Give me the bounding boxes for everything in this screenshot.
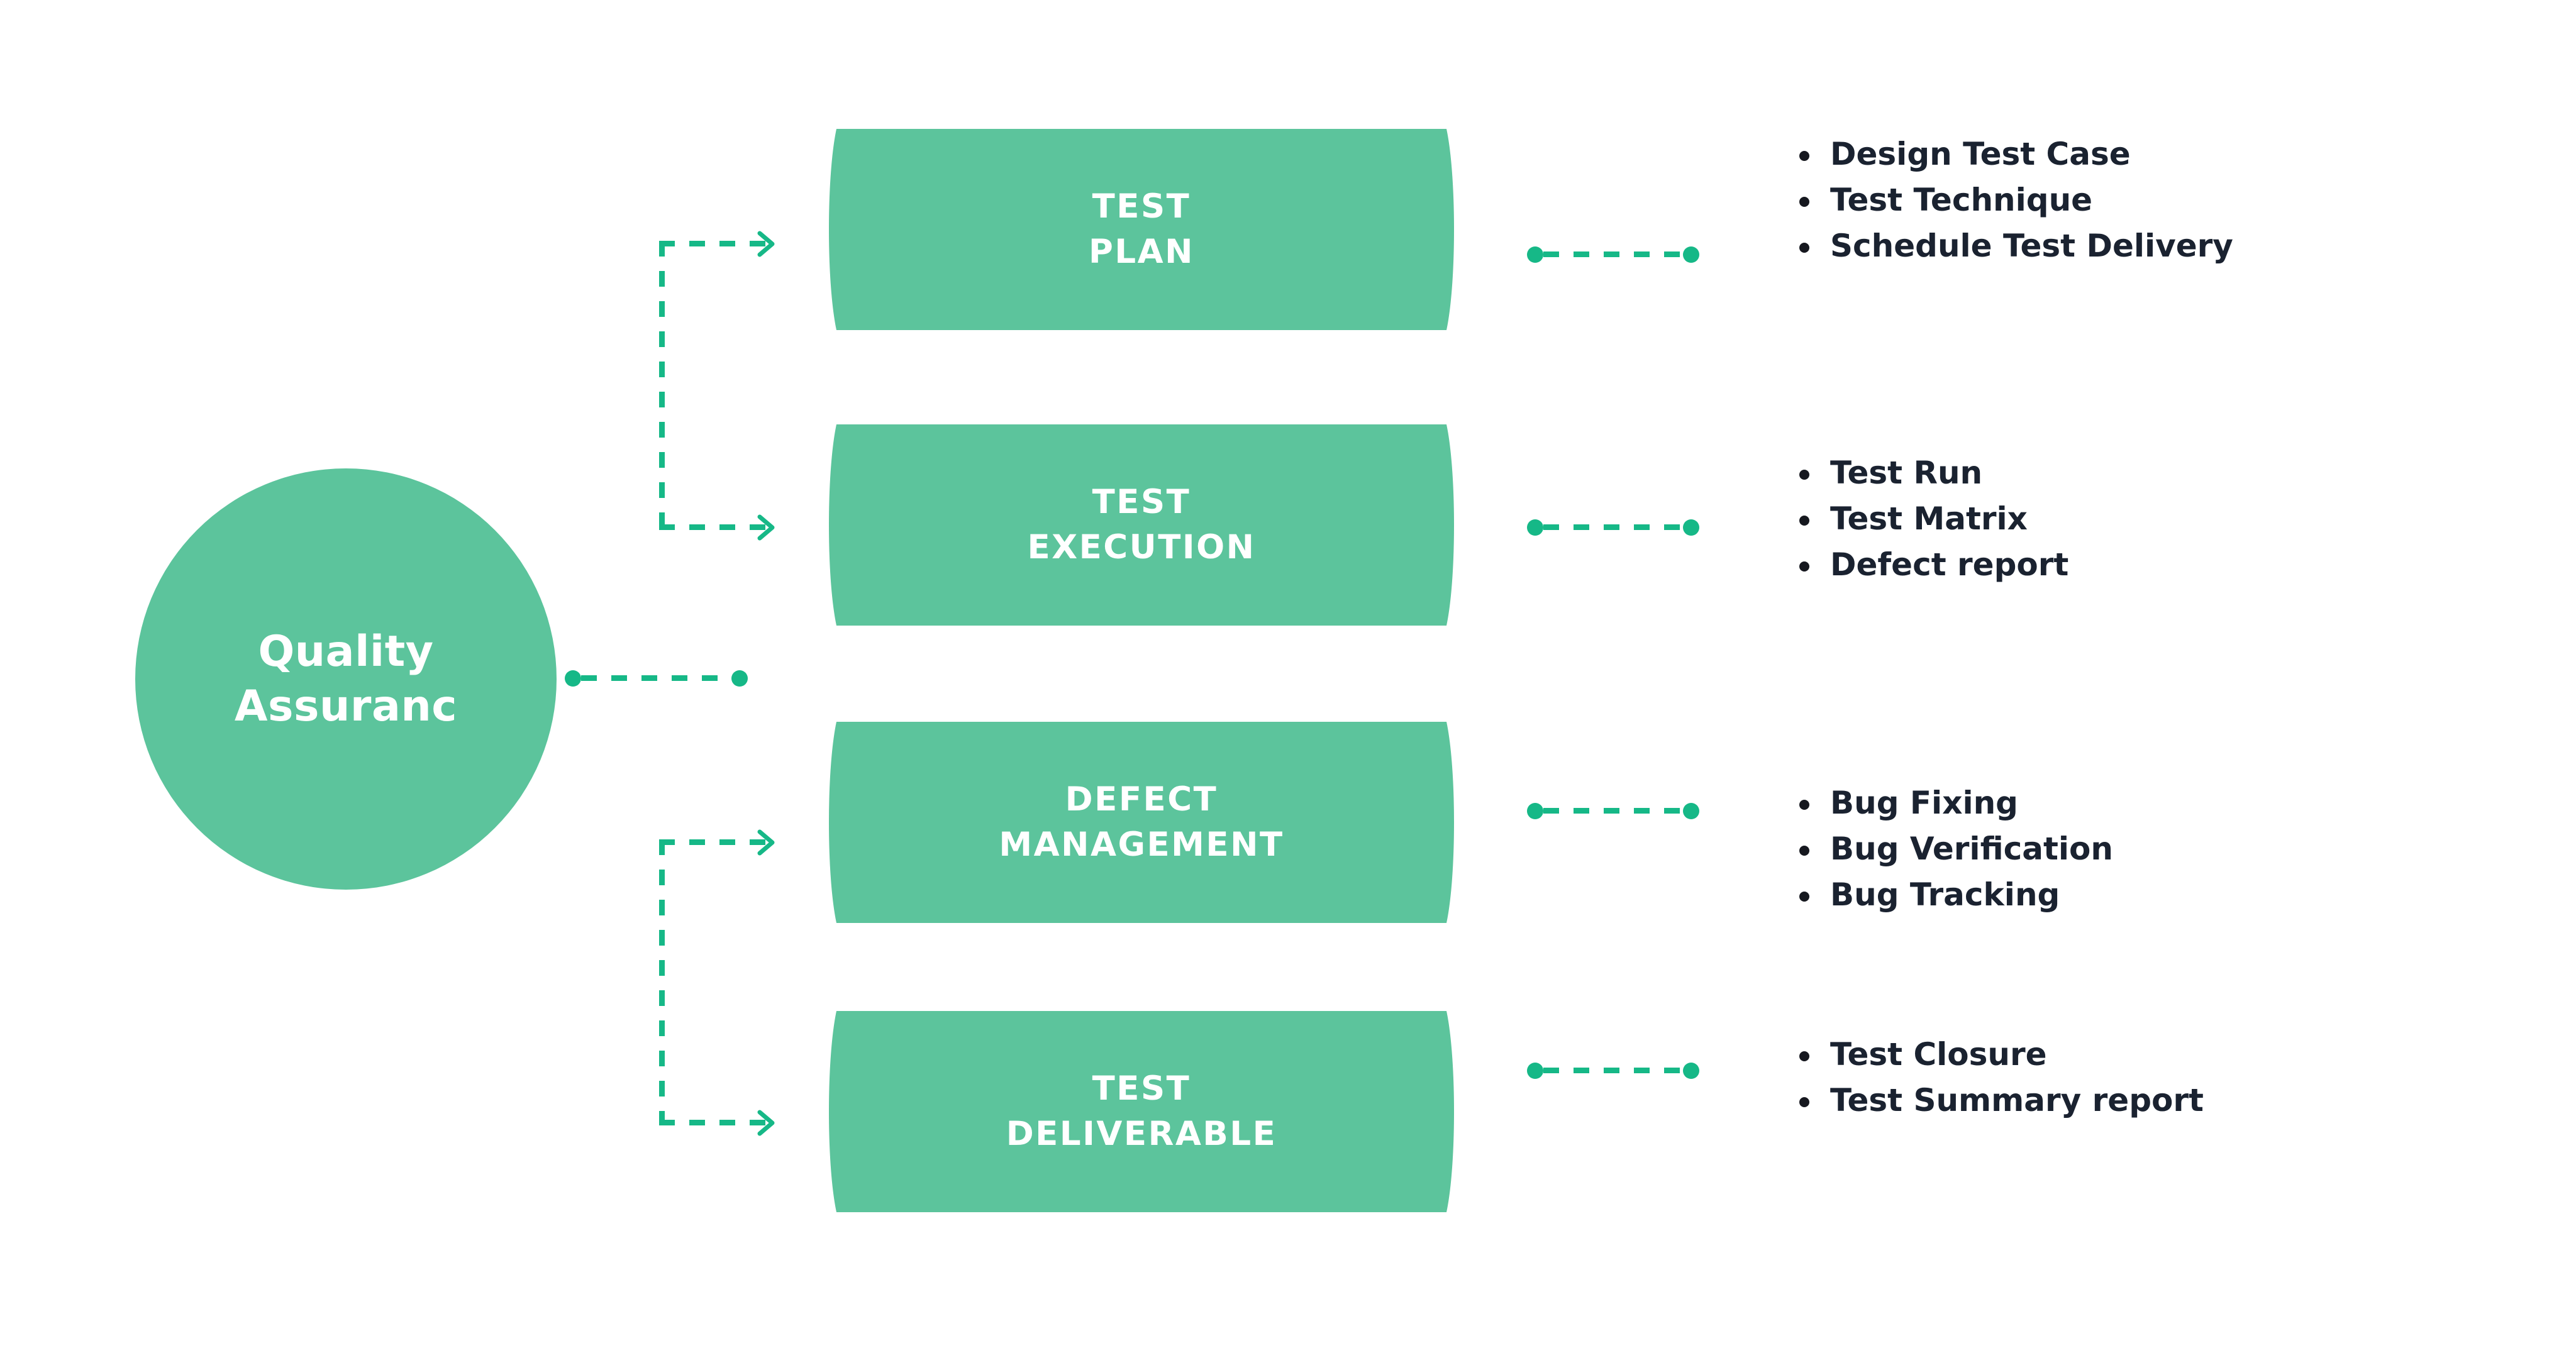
stage2-bullets-dashed-line [1543, 524, 1687, 530]
list-item: Bug Tracking [1791, 876, 2269, 914]
arrow-to-test-deliverable-icon [752, 1108, 781, 1137]
list-item: Test Closure [1791, 1036, 2269, 1074]
bullet-list-test-execution: Test Run Test Matrix Defect report [1791, 454, 2269, 592]
stage3-bullets-dashed-line [1543, 808, 1687, 814]
hub-label-line-1: Quality [258, 626, 434, 677]
stage-shape-test-deliverable[interactable]: TEST DELIVERABLE [818, 1011, 1465, 1212]
hub-connector-start-dot [565, 670, 581, 687]
quality-assurance-hub[interactable]: Quality Assuranc [135, 468, 557, 890]
hub-connector-end-dot [731, 670, 748, 687]
stage1-bullets-end-dot [1683, 246, 1699, 263]
arrow-to-defect-management-icon [752, 828, 781, 857]
list-item: Test Summary report [1791, 1081, 2269, 1120]
list-item: Test Run [1791, 454, 2269, 492]
stage2-bullets-start-dot [1527, 519, 1543, 536]
arrow-to-test-plan-icon [752, 229, 781, 258]
bullet-list-test-deliverable: Test Closure Test Summary report [1791, 1036, 2269, 1127]
stage4-bullets-start-dot [1527, 1063, 1543, 1079]
hub-trunk-dashed-line [581, 675, 737, 681]
bracket-top-branch-2 [659, 524, 771, 530]
stage4-bullets-end-dot [1683, 1063, 1699, 1079]
bracket-bottom-branch-4 [659, 1120, 771, 1125]
stage3-bullets-start-dot [1527, 803, 1543, 819]
list-item: Design Test Case [1791, 135, 2269, 174]
list-item: Schedule Test Delivery [1791, 227, 2269, 265]
hub-label-line-2: Assuranc [234, 682, 458, 731]
bracket-top-branch-1 [659, 241, 771, 246]
bracket-bottom-spine [659, 839, 665, 1125]
stage1-bullets-dashed-line [1543, 251, 1687, 257]
bullet-list-defect-management: Bug Fixing Bug Verification Bug Tracking [1791, 784, 2269, 922]
list-item: Bug Verification [1791, 830, 2269, 868]
list-item: Test Technique [1791, 181, 2269, 219]
list-item: Defect report [1791, 546, 2269, 584]
stage-shape-test-plan[interactable]: TEST PLAN [818, 129, 1465, 330]
stage4-bullets-dashed-line [1543, 1068, 1687, 1073]
stage1-bullets-start-dot [1527, 246, 1543, 263]
stage2-bullets-end-dot [1683, 519, 1699, 536]
arrow-to-test-execution-icon [752, 513, 781, 542]
stage3-bullets-end-dot [1683, 803, 1699, 819]
bracket-top-spine [659, 241, 665, 530]
stage-shape-test-execution[interactable]: TEST EXECUTION [818, 424, 1465, 626]
bullet-list-test-plan: Design Test Case Test Technique Schedule… [1791, 135, 2269, 273]
stage-shape-defect-management[interactable]: DEFECT MANAGEMENT [818, 722, 1465, 923]
list-item: Bug Fixing [1791, 784, 2269, 822]
list-item: Test Matrix [1791, 500, 2269, 538]
bracket-bottom-branch-3 [659, 839, 771, 845]
